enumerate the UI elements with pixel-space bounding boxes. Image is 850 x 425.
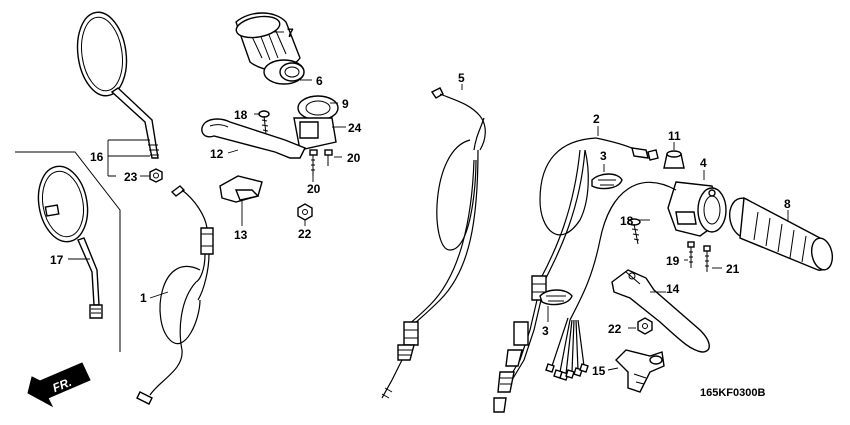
- callout-22-right: 22: [608, 322, 622, 336]
- direction-label: FR.: [50, 375, 73, 395]
- bolt-19: [687, 241, 695, 268]
- brake-lever: [611, 269, 710, 353]
- throttle-housing: [569, 181, 727, 321]
- grip-left: [235, 12, 301, 71]
- clamp-3-upper: [591, 173, 623, 190]
- callout-22-left: 22: [298, 227, 312, 241]
- callout-12: 12: [210, 147, 224, 161]
- callout-16: 16: [90, 150, 104, 164]
- diagram-code: 165KF0300B: [700, 387, 765, 399]
- callout-11: 11: [668, 129, 681, 143]
- lever-bracket: [293, 95, 339, 151]
- callout-3-upper: 3: [600, 149, 607, 163]
- wire-harness: [545, 317, 589, 381]
- callout-15: 15: [592, 364, 606, 378]
- cap-11: [663, 150, 685, 169]
- nut-22-right: [637, 317, 653, 335]
- callout-labels: 16 23 17 1 7 6 9 24 18 12 20 20 13 22 5 …: [50, 26, 791, 378]
- callout-24: 24: [348, 121, 362, 135]
- nut-23: [149, 168, 163, 183]
- throttle-cable-b: [493, 137, 659, 413]
- leader-lines: [68, 31, 789, 371]
- throttle-cable-a: [381, 87, 486, 399]
- callout-13: 13: [234, 228, 248, 242]
- front-direction-arrow: FR.: [27, 362, 91, 408]
- callout-9: 9: [342, 97, 349, 111]
- brake-switch-15: [615, 349, 665, 393]
- callout-14: 14: [666, 282, 680, 296]
- callout-2: 2: [593, 112, 600, 126]
- callout-6: 6: [316, 74, 323, 88]
- mirror-lower: [37, 165, 103, 319]
- callout-5: 5: [458, 71, 465, 85]
- screw-18-right: [627, 218, 641, 245]
- callout-19: 19: [666, 254, 680, 268]
- mirror-upper: [76, 11, 159, 159]
- callout-17: 17: [50, 253, 64, 267]
- grip-end-6: [263, 59, 305, 85]
- grip-right: [728, 196, 834, 271]
- callout-21: 21: [726, 262, 740, 276]
- cable-holder-13: [219, 175, 263, 203]
- callout-3-lower: 3: [542, 324, 549, 338]
- clutch-cable: [136, 185, 214, 405]
- nut-22-left: [297, 203, 313, 221]
- callout-18-left: 18: [234, 108, 248, 122]
- callout-23: 23: [124, 170, 138, 184]
- bolt-20a: [324, 149, 333, 166]
- callout-20-lower: 20: [307, 182, 321, 196]
- panel-outline: [15, 151, 121, 352]
- bolt-20b: [309, 149, 318, 176]
- clamp-3-lower: [539, 289, 573, 306]
- callout-18-right: 18: [620, 214, 634, 228]
- callout-7: 7: [287, 26, 294, 40]
- callout-20-upper: 20: [347, 151, 361, 165]
- callout-4: 4: [700, 156, 707, 170]
- callout-8: 8: [784, 197, 791, 211]
- callout-1: 1: [140, 291, 147, 305]
- screw-18-left: [258, 110, 270, 135]
- clutch-lever: [201, 118, 306, 159]
- bolt-21: [703, 245, 711, 272]
